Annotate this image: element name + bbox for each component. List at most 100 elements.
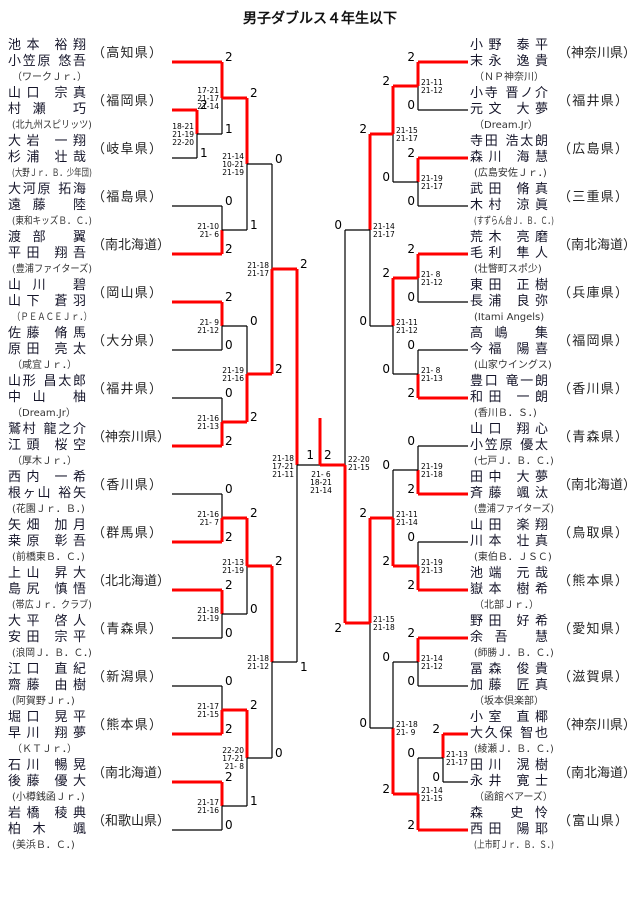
- game-score: 21-19: [421, 558, 443, 567]
- game-score: 21-13: [421, 374, 443, 383]
- game-score: 21-18: [272, 454, 294, 463]
- match-score: 2: [359, 122, 367, 136]
- prefecture-label: （富山県）: [558, 814, 628, 829]
- club-name: (上市町Ｊｒ．Ｂ．Ｓ．): [474, 840, 554, 851]
- game-score: 21-11: [396, 510, 418, 519]
- prefecture-label: （広島県）: [558, 142, 628, 157]
- match-score: 2: [432, 722, 440, 736]
- player-name: 斉藤 颯汰: [470, 486, 548, 501]
- match-score: 0: [275, 746, 283, 760]
- game-score: 21-17: [197, 798, 219, 807]
- player-name: 西田 陽耶: [470, 822, 548, 837]
- club-name: (前橋東Ｂ．Ｃ．): [12, 552, 85, 563]
- game-score: 21-12: [421, 662, 443, 671]
- club-name: (豊浦ファイターズ): [12, 264, 92, 275]
- player-name: 冨森 俊貴: [470, 662, 548, 677]
- club-name: (七戸Ｊ．Ｂ．Ｃ．): [474, 456, 554, 467]
- prefecture-label: （香川県）: [558, 382, 628, 397]
- prefecture-label: （新潟県）: [92, 670, 162, 685]
- match-score: 0: [250, 314, 258, 328]
- player-name: 上山 昇大: [8, 566, 86, 581]
- player-name: 永井 寛士: [470, 774, 548, 789]
- club-name: (香川Ｂ．Ｓ．): [474, 408, 537, 419]
- game-score: 21- 8: [225, 762, 245, 771]
- player-name: 鷲村 龍之介: [8, 422, 86, 437]
- player-name: 山下 蒼羽: [8, 294, 86, 309]
- club-name: (師勝Ｊ．Ｂ．Ｃ．): [474, 648, 554, 659]
- club-name: (小樽銭函Ｊｒ．): [12, 792, 85, 803]
- club-name: (帯広Ｊｒ．クラブ): [12, 600, 92, 611]
- prefecture-label: （岐阜県）: [92, 142, 162, 157]
- game-score: 21-16: [197, 806, 219, 815]
- match-score: 0: [432, 770, 440, 784]
- game-score: 21-17: [247, 269, 269, 278]
- player-name: 根ヶ山 裕矢: [8, 486, 86, 501]
- match-score: 1: [300, 660, 308, 674]
- player-name: 大河原 拓海: [8, 182, 86, 197]
- player-name: 江頭 桜空: [8, 438, 86, 453]
- player-name: 小寺 晋ノ介: [470, 86, 548, 101]
- player-name: 村瀬 巧: [8, 102, 86, 117]
- match-score: 0: [359, 314, 367, 328]
- match-score: 2: [407, 578, 415, 592]
- player-name: 川本 壮真: [470, 534, 548, 549]
- match-score: 2: [407, 50, 415, 64]
- game-score: 17-21: [197, 86, 219, 95]
- club-name: (壮瞥町スポ少): [474, 264, 542, 275]
- game-score: 21-19: [421, 174, 443, 183]
- club-name: （咸宜Ｊｒ．）: [12, 360, 77, 371]
- game-score: 21-16: [222, 374, 244, 383]
- game-score: 21- 9: [396, 728, 416, 737]
- game-score: 21-15: [421, 794, 443, 803]
- club-name: (浪岡Ｊ．Ｂ．Ｃ．): [12, 648, 92, 659]
- player-name: 小室 直椰: [470, 710, 548, 725]
- player-name: 柏木 颯: [8, 822, 86, 837]
- player-name: 早川 翔夢: [8, 726, 86, 741]
- game-score: 21-14: [421, 654, 443, 663]
- match-score: 0: [407, 434, 415, 448]
- player-name: 田中 大夢: [470, 470, 548, 485]
- prefecture-label: （南北海道）: [558, 478, 637, 493]
- club-name: （北部Ｊｒ．）: [474, 600, 539, 611]
- game-score: 21-18: [197, 606, 219, 615]
- player-name: 江口 直紀: [8, 662, 86, 677]
- match-score: 2: [275, 362, 283, 376]
- club-name: (Itami Angels): [474, 312, 545, 323]
- player-name: 後藤 優大: [8, 774, 86, 789]
- game-score: 21-11: [421, 78, 443, 87]
- club-name: (山家ウイングス): [474, 360, 552, 371]
- prefecture-label: （神奈川県）: [558, 718, 637, 733]
- player-name: 小笠原 優太: [470, 438, 548, 453]
- game-score: 21-17: [421, 182, 443, 191]
- player-name: 矢畑 加月: [8, 518, 86, 533]
- player-name: 長浦 良弥: [470, 294, 548, 309]
- player-name: 山口 宗真: [8, 86, 86, 101]
- player-name: 木村 涼眞: [470, 198, 548, 213]
- game-score: 21-14: [197, 102, 219, 111]
- match-score: 2: [250, 86, 258, 100]
- game-score: 21- 7: [200, 518, 220, 527]
- game-score: 21- 9: [200, 318, 220, 327]
- player-name: 池本 裕翔: [8, 38, 86, 53]
- match-score: 2: [225, 578, 233, 592]
- prefecture-label: （大分県）: [92, 334, 162, 349]
- player-name: 大久保 智也: [470, 726, 548, 741]
- match-score: 1: [250, 794, 258, 808]
- prefecture-label: （南北海道）: [558, 766, 637, 781]
- club-name: （Dream.Jr）: [12, 408, 76, 419]
- match-score: 1: [225, 122, 233, 136]
- match-score: 2: [407, 146, 415, 160]
- player-name: 寺田 浩太朗: [470, 134, 548, 149]
- game-score: 21-19: [222, 168, 244, 177]
- game-score: 21-15: [197, 710, 219, 719]
- match-score: 2: [382, 74, 390, 88]
- match-score: 0: [250, 602, 258, 616]
- prefecture-label: （福井県）: [92, 382, 162, 397]
- match-score: 0: [382, 650, 390, 664]
- prefecture-label: （兵庫県）: [558, 286, 628, 301]
- match-score: 0: [225, 338, 233, 352]
- game-score: 21-16: [197, 510, 219, 519]
- match-score: 1: [250, 218, 258, 232]
- game-score: 21-15: [348, 463, 370, 472]
